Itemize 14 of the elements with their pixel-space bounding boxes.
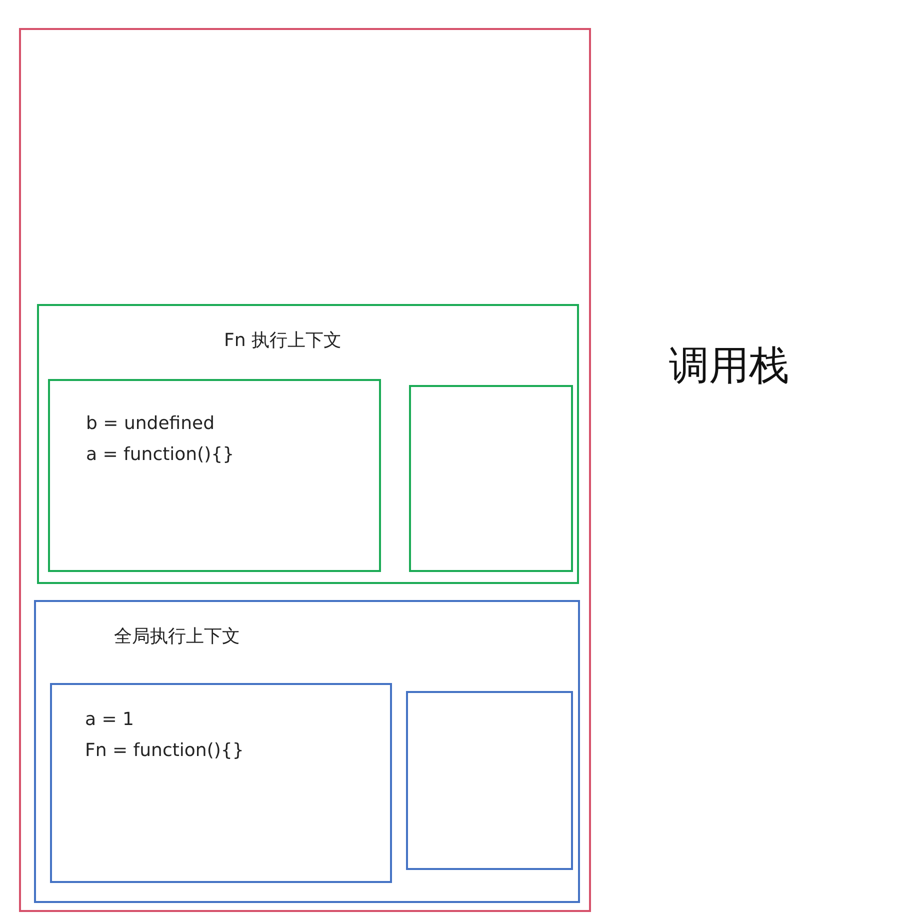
context-box [48,379,381,572]
box-title: Fn 执行上下文 [224,329,342,352]
empty-box [406,691,573,870]
code-line: a = 1 [85,709,134,730]
context-box [50,683,392,883]
context-box [34,600,580,903]
code-line: Fn = function(){} [85,740,244,761]
box-title: 全局执行上下文 [114,625,240,648]
code-line: b = undefined [86,413,215,434]
empty-box [19,28,591,912]
empty-box [409,385,573,572]
code-line: a = function(){} [86,444,234,465]
side-label: 调用栈 [669,342,789,391]
context-box [37,304,579,584]
